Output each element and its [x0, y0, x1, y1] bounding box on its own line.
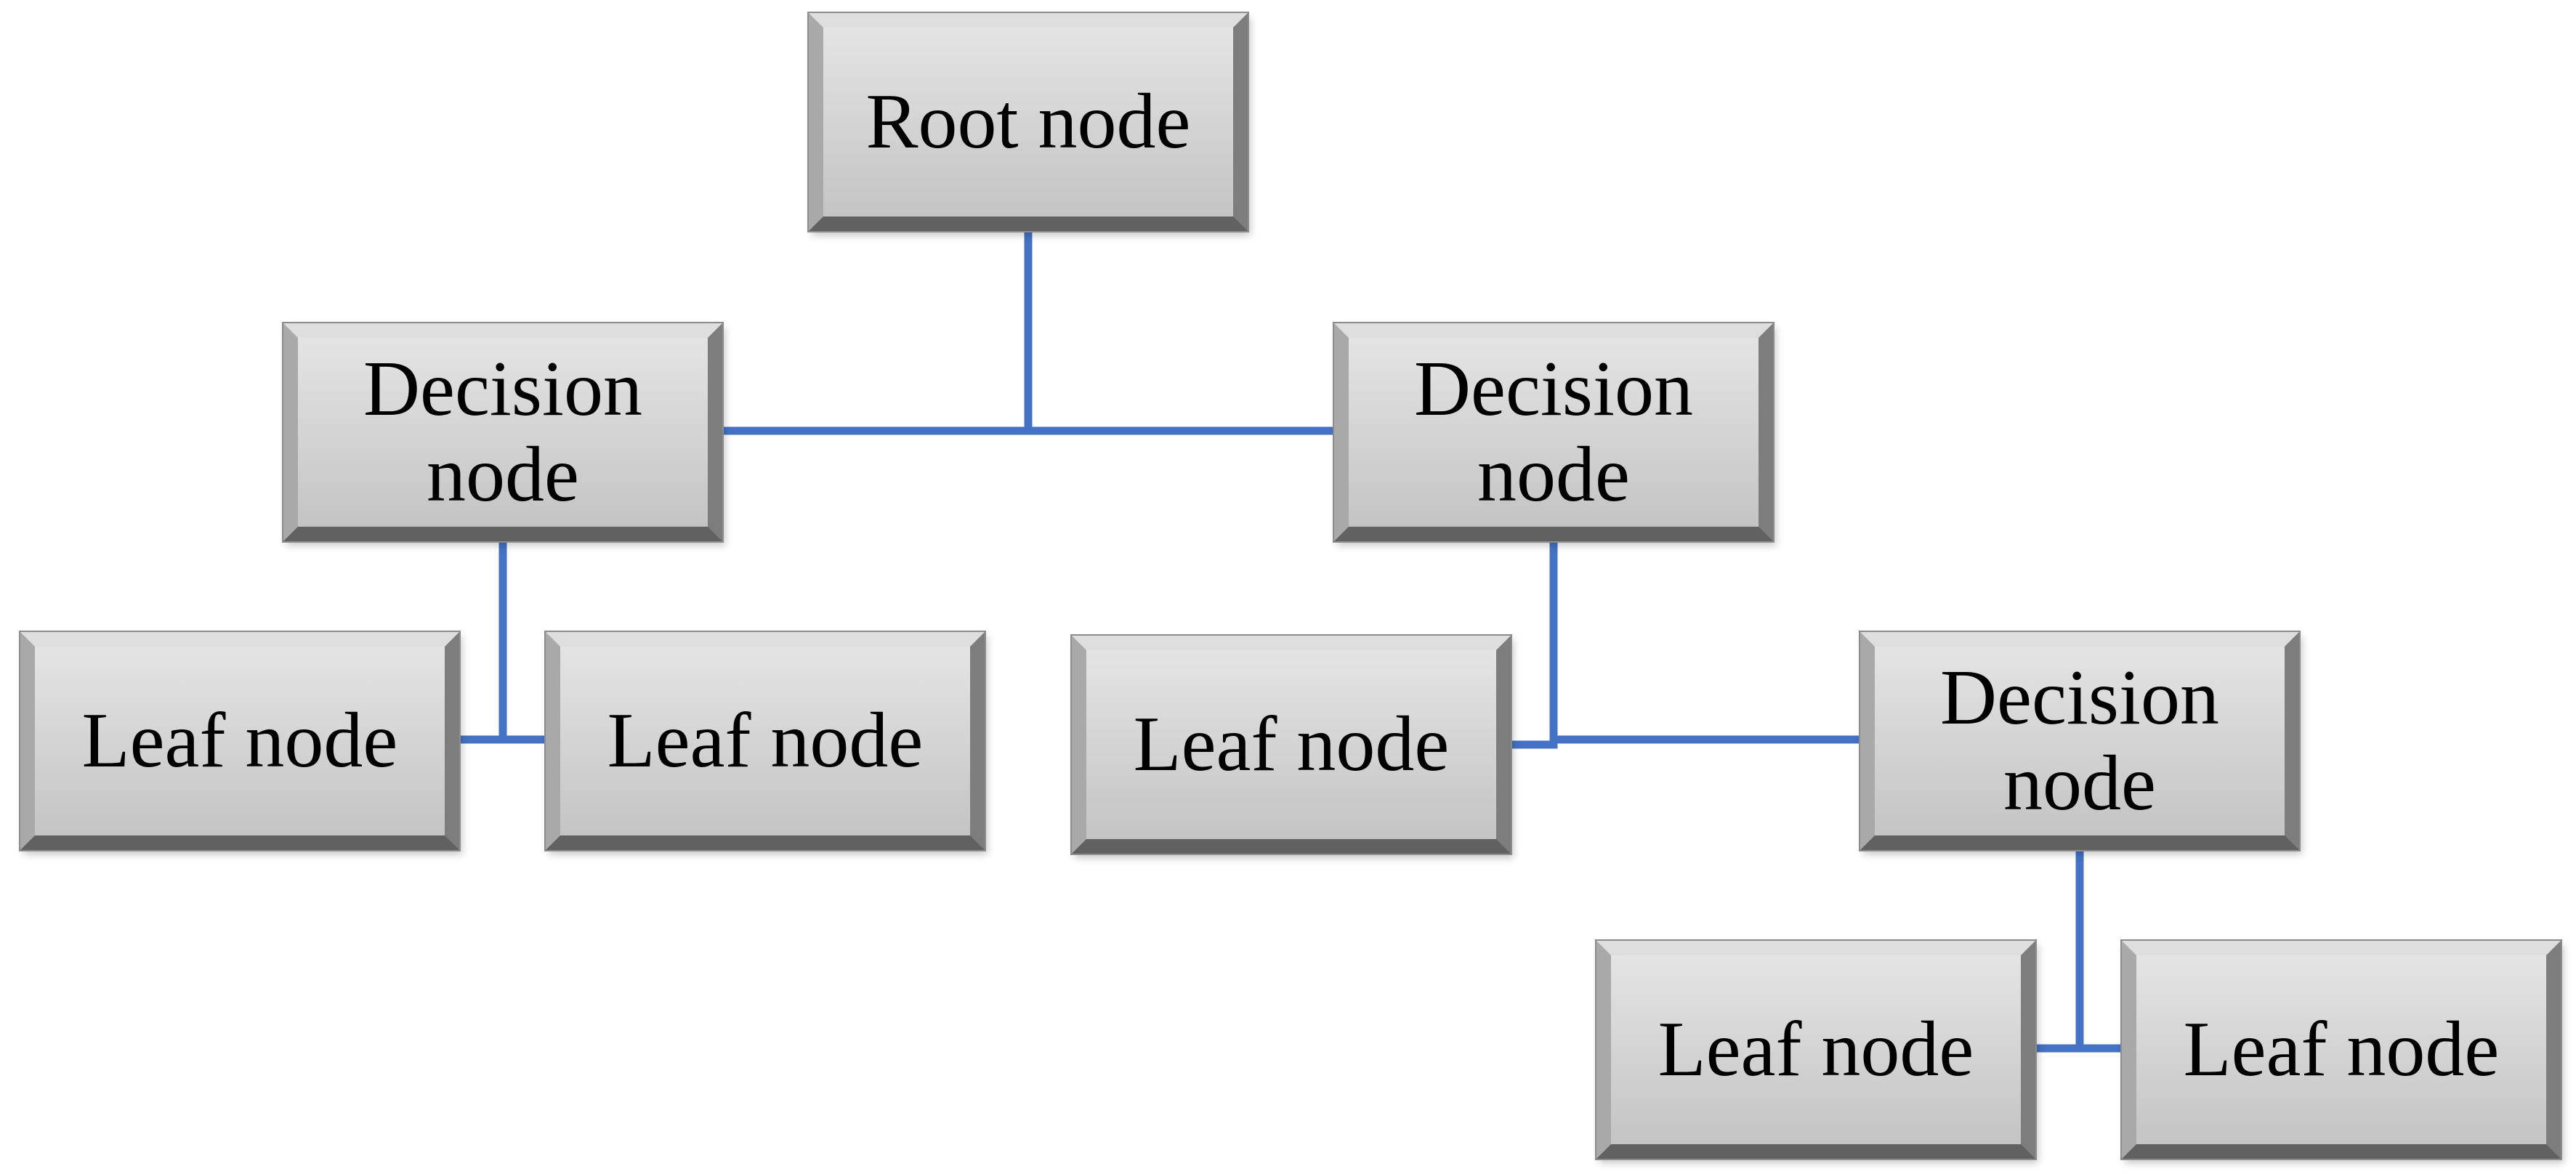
connector-decision3-to-leaves	[2032, 849, 2125, 1053]
connector-decision2-to-children	[1508, 540, 1863, 749]
decision-node-lower-label: Decision node	[1940, 655, 2219, 827]
decision-node-lower: Decision node	[1860, 632, 2299, 850]
decision-node-right-label: Decision node	[1414, 346, 1693, 518]
leaf-node-2-label: Leaf node	[607, 697, 924, 784]
connector-root-to-decision-nodes	[719, 230, 1337, 435]
root-node: Root node	[809, 13, 1248, 231]
root-node-label: Root node	[865, 78, 1191, 165]
decision-node-right: Decision node	[1334, 323, 1773, 541]
leaf-node-1: Leaf node	[20, 632, 459, 850]
leaf-node-4: Leaf node	[1596, 941, 2035, 1159]
leaf-node-3-label: Leaf node	[1133, 701, 1450, 788]
leaf-node-1-label: Leaf node	[81, 697, 398, 784]
leaf-node-2: Leaf node	[546, 632, 985, 850]
leaf-node-3: Leaf node	[1072, 636, 1511, 854]
leaf-node-5: Leaf node	[2122, 941, 2561, 1159]
leaf-node-5-label: Leaf node	[2183, 1006, 2500, 1093]
decision-node-left-label: Decision node	[363, 346, 642, 518]
decision-node-left: Decision node	[283, 323, 722, 541]
connector-decision1-to-leaves	[456, 540, 549, 744]
leaf-node-4-label: Leaf node	[1658, 1006, 1974, 1093]
